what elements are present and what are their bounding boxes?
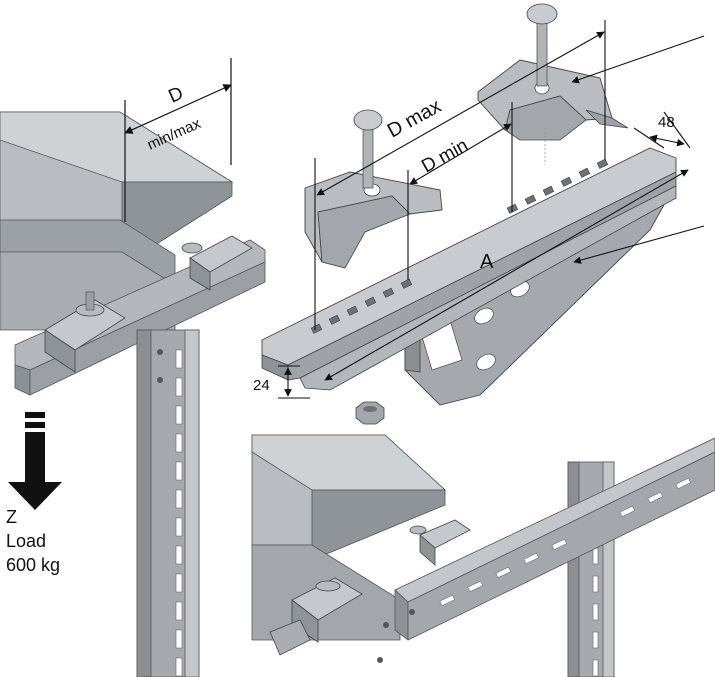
load-direction-label: Z [6, 507, 17, 527]
load-value: 600 kg [6, 555, 60, 575]
a-label: A [480, 251, 494, 273]
dim-24-label: 24 [253, 377, 270, 394]
dim-48-ext-right [663, 111, 691, 149]
left-beam-clamp-rear [181, 235, 253, 291]
load-label: Load [6, 531, 46, 551]
leader-bracket [573, 225, 705, 264]
d-max-label: D max [384, 95, 445, 142]
left-vertical-channel [136, 329, 200, 677]
load-down-arrow-icon [8, 412, 62, 510]
d-min-label: D min [418, 135, 472, 177]
exploded-clamp-left [304, 109, 443, 269]
dim-48-label: 48 [658, 114, 675, 131]
d-dimension [124, 58, 232, 222]
dim-48-ext-left [633, 127, 665, 149]
d-label: D [165, 83, 186, 108]
bottom-cross-rail [377, 437, 715, 663]
bottom-right-assembly [251, 434, 715, 677]
bottom-beam-clamp-front [269, 577, 363, 656]
a-dimension [324, 169, 689, 381]
left-assembly: D min/max Z Load 600 kg [0, 58, 266, 677]
hex-nut [355, 401, 385, 425]
dim-48-dimension [649, 134, 685, 147]
d-max-dimension [316, 31, 605, 196]
exploded-view: D max D min A 48 24 [253, 3, 705, 425]
left-beam-clamp [44, 291, 126, 373]
leader-clamp [571, 35, 705, 84]
bottom-beam-clamp-rear [409, 519, 471, 566]
